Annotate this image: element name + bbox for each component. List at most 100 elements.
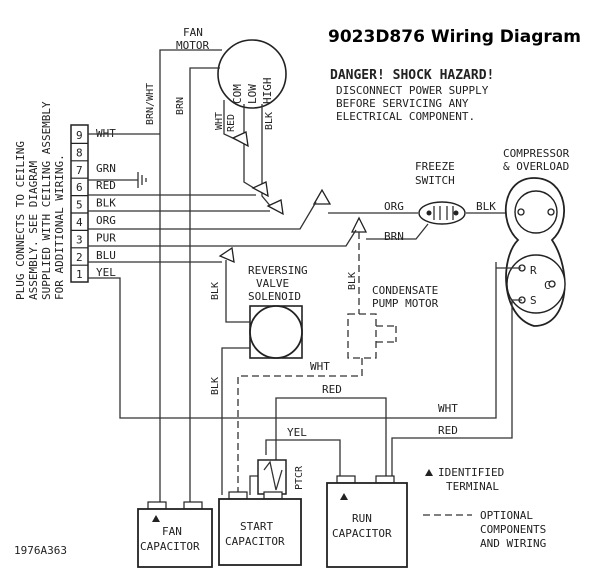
wire-wht-label-2: WHT [438,402,458,415]
fan-motor-label-2: MOTOR [176,39,209,52]
terminal-pin-7: 7 [76,164,83,177]
fan-motor: FAN MOTOR COM LOW HIGH RED RED WHT BLK B… [145,26,287,132]
run-capacitor-body [326,482,408,568]
overload-circle [514,190,558,234]
wire-fan-blk [261,104,273,209]
plug-note: PLUG CONNECTS TO CEILING ASSEMBLY. SEE D… [14,101,66,300]
terminal-wire-label-3: PUR [96,231,116,244]
reversing-valve-label-3: SOLENOID [248,290,301,303]
fan-capacitor-body [137,508,213,568]
capacitor-terminals [147,475,395,510]
terminal-pin-6: 6 [76,181,83,194]
wire-yel-plug [88,262,497,419]
fan-capacitor-label-1: FAN [162,525,182,538]
ptcr-body [257,459,287,495]
fan-lead-brn-wht: BRN/WHT [145,83,156,125]
wire-red-label-1: RED [322,383,342,396]
terminal-pin-8: 8 [76,146,83,159]
condensate-pump-body [347,313,377,359]
fan-motor-label-1: FAN [183,26,203,39]
terminal-pin-4: 4 [76,216,83,229]
run-capacitor: RUN CAPACITOR [326,482,408,568]
wedge-connector [231,131,249,148]
wire-red-1 [275,397,387,480]
condensate-pump-label-1: CONDENSATE [372,284,438,297]
fan-wire-blk-label: BLK [264,112,275,130]
warning-line-3: ELECTRICAL COMPONENT. [336,110,475,123]
freeze-switch-label-2: SWITCH [415,174,455,187]
freeze-in-label: ORG [384,200,404,213]
condensate-pump-label-2: PUMP MOTOR [372,297,439,310]
start-capacitor-label-1: START [240,520,273,533]
wire-wht-label-1: WHT [310,360,330,373]
condensate-wire-label: BLK [347,272,358,290]
legend-optional-1: OPTIONAL [480,509,533,522]
start-capacitor-label-2: CAPACITOR [225,535,285,548]
legend-optional-2: COMPONENTS [480,523,546,536]
run-capacitor-label-2: CAPACITOR [332,527,392,540]
legend-identified-1: IDENTIFIED [438,466,504,479]
wire-pur-plug [88,229,357,247]
terminal-wire-label-2: BLU [96,249,116,262]
terminal-pin-5: 5 [76,199,83,212]
diagram-title: 9023D876 Wiring Diagram [328,27,581,47]
wedge-connector [218,246,235,264]
fan-capacitor: FAN CAPACITOR [137,508,213,568]
freeze-return-label: BRN [384,230,404,243]
terminal-pin-3: 3 [76,233,83,246]
plug-note-line-4: FOR ADDITIONAL WIRING. [53,154,66,300]
fan-motor-body [217,39,287,109]
fan-lead-brn: BRN [175,97,186,115]
wedge-connector [312,188,332,205]
terminal-wire-label-1: YEL [96,266,116,279]
solenoid-wire-label-2: BLK [210,377,221,395]
wire-red-label-2: RED [438,424,458,437]
fan-tap-low: LOW [246,84,259,104]
terminal-wire-label-5: BLK [96,197,116,210]
wedge-connector [350,216,368,233]
legend: IDENTIFIED TERMINAL OPTIONAL COMPONENTS … [423,466,546,550]
run-capacitor-label-1: RUN [352,512,372,525]
reversing-valve-label-1: REVERSING [248,264,308,277]
wire-brn-wht [159,49,222,510]
start-capacitor: START CAPACITOR [218,498,302,566]
identified-terminal-icon [340,493,348,500]
plug-note-line-3: SUPPLIED WITH CEILING ASSEMBLY [40,101,53,300]
compressor: COMPRESSOR & OVERLOAD R C S [503,147,570,327]
fan-tap-high: HIGH [261,78,274,105]
terminal-s: S [530,294,537,307]
freeze-switch: FREEZE SWITCH [415,160,466,225]
warning-heading: DANGER! SHOCK HAZARD! [330,68,494,83]
solenoid-wire-label-1: BLK [210,282,221,300]
fan-wire-wht-label: WHT [214,112,225,130]
terminal-pin-2: 2 [76,251,83,264]
terminal-wire-label-4: ORG [96,214,116,227]
wire-brn [189,67,220,510]
solenoid-coil [249,305,303,359]
plug-note-line-1: PLUG CONNECTS TO CEILING [14,141,27,300]
terminal-pin-1: 1 [76,268,83,281]
terminal-c: C [544,279,551,292]
reversing-valve-solenoid: REVERSING VALVE SOLENOID [248,264,308,359]
wire-brn-freeze [366,223,429,240]
compressor-label-2: & OVERLOAD [503,160,569,173]
reversing-valve-label-2: VALVE [256,277,289,290]
condensate-pump-motor: CONDENSATE PUMP MOTOR [347,284,439,359]
wire-fan-red [243,104,258,191]
freeze-switch-label-1: FREEZE [415,160,455,173]
wire-org-plug [88,201,317,230]
legend-identified-2: TERMINAL [446,480,499,493]
terminal-wire-label-7: GRN [96,162,116,175]
terminal-r: R [530,264,537,277]
wire-yel [265,439,341,478]
ptcr: PTCR [257,459,305,495]
wire-yel-label: YEL [287,426,307,439]
wire-ptcr-left [249,475,258,495]
wedge-connector [266,199,284,216]
terminal-wire-label-6: RED [96,179,116,192]
terminal-pin-9: 9 [76,129,83,142]
fan-wire-red-label: RED [226,114,237,132]
fan-capacitor-label-2: CAPACITOR [140,540,200,553]
warning-line-1: DISCONNECT POWER SUPPLY [336,84,489,97]
